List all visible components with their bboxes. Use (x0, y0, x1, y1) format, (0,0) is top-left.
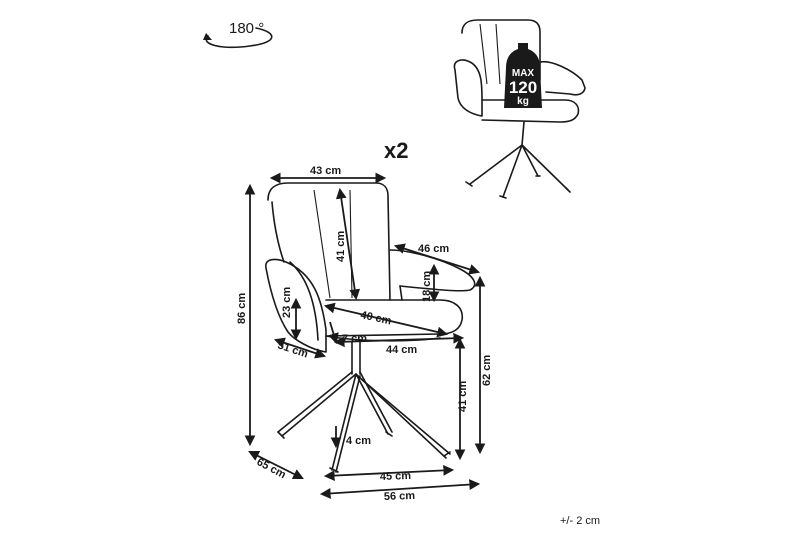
dim-backrest-width: 43 cm (310, 165, 341, 177)
dim-base-width: 45 cm (380, 470, 412, 483)
dim-leg-height: 41 cm (457, 381, 469, 412)
dim-backrest-height: 41 cm (335, 231, 347, 262)
max-load-unit: kg (517, 96, 529, 107)
dim-arm-to-seat: 23 cm (281, 287, 293, 318)
rotation-icon (203, 27, 273, 49)
dim-seat-thickness: 7 cm (342, 333, 367, 345)
max-load-weight-icon (504, 43, 542, 108)
tolerance-note: +/- 2 cm (560, 515, 600, 527)
dim-overall-height: 86 cm (236, 293, 248, 324)
max-load-value: 120 (509, 78, 537, 97)
reference-chair-drawing (453, 19, 586, 199)
dim-armrest-depth: 46 cm (418, 243, 449, 255)
dim-armrest-height: 18 cm (421, 271, 433, 302)
quantity-label: x2 (384, 138, 408, 163)
rotation-label: 180 ° (229, 20, 264, 37)
dim-seat-depth: 40 cm (359, 309, 392, 327)
max-load-label: MAX (512, 68, 535, 79)
dimension-lines (244, 172, 486, 499)
dim-seat-height: 62 cm (481, 355, 493, 386)
dim-depth-51: 51 cm (276, 339, 310, 360)
dim-leg-width: 4 cm (346, 435, 371, 447)
main-chair-drawing (265, 182, 476, 473)
dim-seat-width: 44 cm (386, 344, 417, 356)
dim-overall-width: 56 cm (384, 490, 416, 503)
dim-depth-65: 65 cm (255, 456, 288, 481)
